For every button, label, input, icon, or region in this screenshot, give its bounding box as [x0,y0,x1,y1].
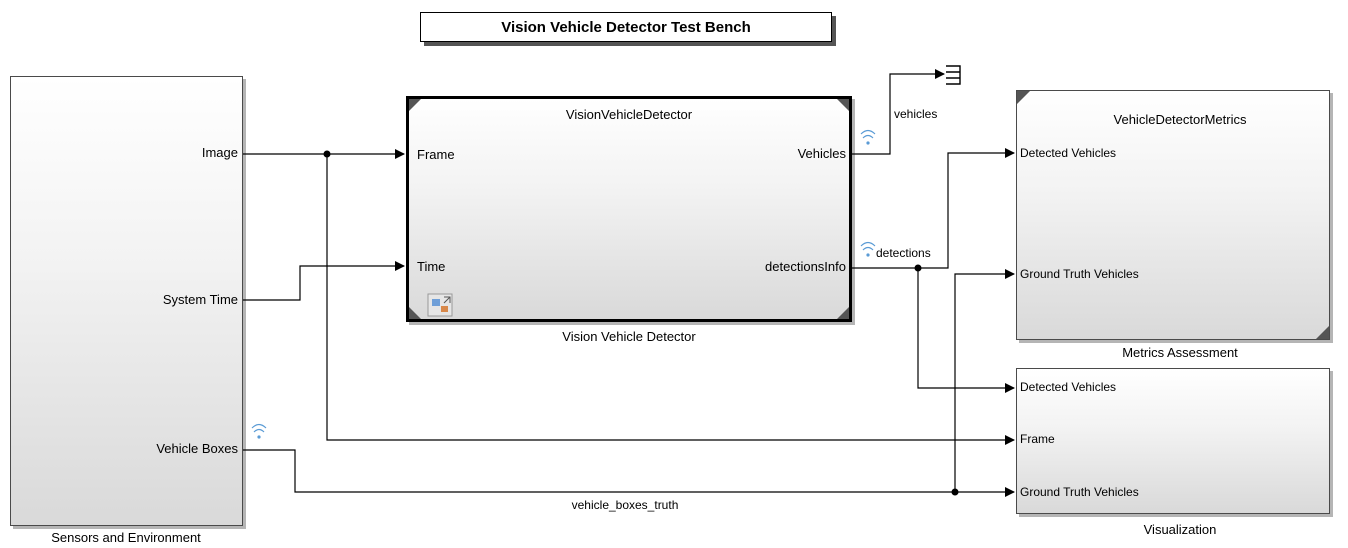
port-vehicle-boxes: Vehicle Boxes [156,441,238,456]
wire-detections-metrics[interactable] [852,148,1015,269]
detector-block-name[interactable]: Vision Vehicle Detector [562,329,696,344]
visualization-block[interactable] [1016,368,1330,514]
wire-truth-metrics[interactable] [954,269,1015,492]
detector-header: VisionVehicleDetector [565,107,693,122]
port-frame: Frame [417,147,455,162]
port-vehicles: Vehicles [797,146,846,161]
port-metrics-truth: Ground Truth Vehicles [1020,267,1139,281]
metrics-block-name[interactable]: Metrics Assessment [1122,345,1238,360]
wire-vehicle-boxes[interactable] [243,449,1015,497]
port-vis-truth: Ground Truth Vehicles [1020,485,1139,499]
detector-corner-marks [409,99,849,319]
vision-vehicle-detector-block[interactable] [406,96,852,322]
metrics-corner-marks [1017,91,1329,339]
signal-detections-label[interactable]: detections [876,246,931,260]
port-time: Time [417,259,446,274]
visualization-block-name[interactable]: Visualization [1143,522,1217,537]
wire-system-time[interactable] [243,261,405,301]
port-detections-info: detectionsInfo [765,259,846,274]
wire-detections-vis[interactable] [917,268,1015,393]
diagram-title[interactable]: Vision Vehicle Detector Test Bench [420,12,832,42]
sensors-block-name[interactable]: Sensors and Environment [51,530,201,545]
signal-log-icon [251,423,267,439]
wire-vehicles[interactable] [852,69,945,155]
port-image: Image [201,145,238,160]
metrics-header: VehicleDetectorMetrics [1113,112,1247,127]
sensors-block[interactable] [10,76,243,526]
wire-image-vis-frame[interactable] [326,154,1015,445]
port-vis-frame: Frame [1020,432,1055,446]
port-vis-detected: Detected Vehicles [1020,380,1117,394]
signal-vehicle-boxes-truth-label[interactable]: vehicle_boxes_truth [571,498,679,512]
metrics-block[interactable] [1016,90,1330,340]
terminator-icon[interactable] [946,65,961,85]
signal-log-icon [860,241,876,257]
signal-log-icon [860,129,876,145]
model-reference-icon[interactable] [427,293,453,317]
signal-vehicles-label[interactable]: vehicles [894,107,938,121]
port-system-time: System Time [162,292,238,307]
port-metrics-detected: Detected Vehicles [1020,146,1117,160]
